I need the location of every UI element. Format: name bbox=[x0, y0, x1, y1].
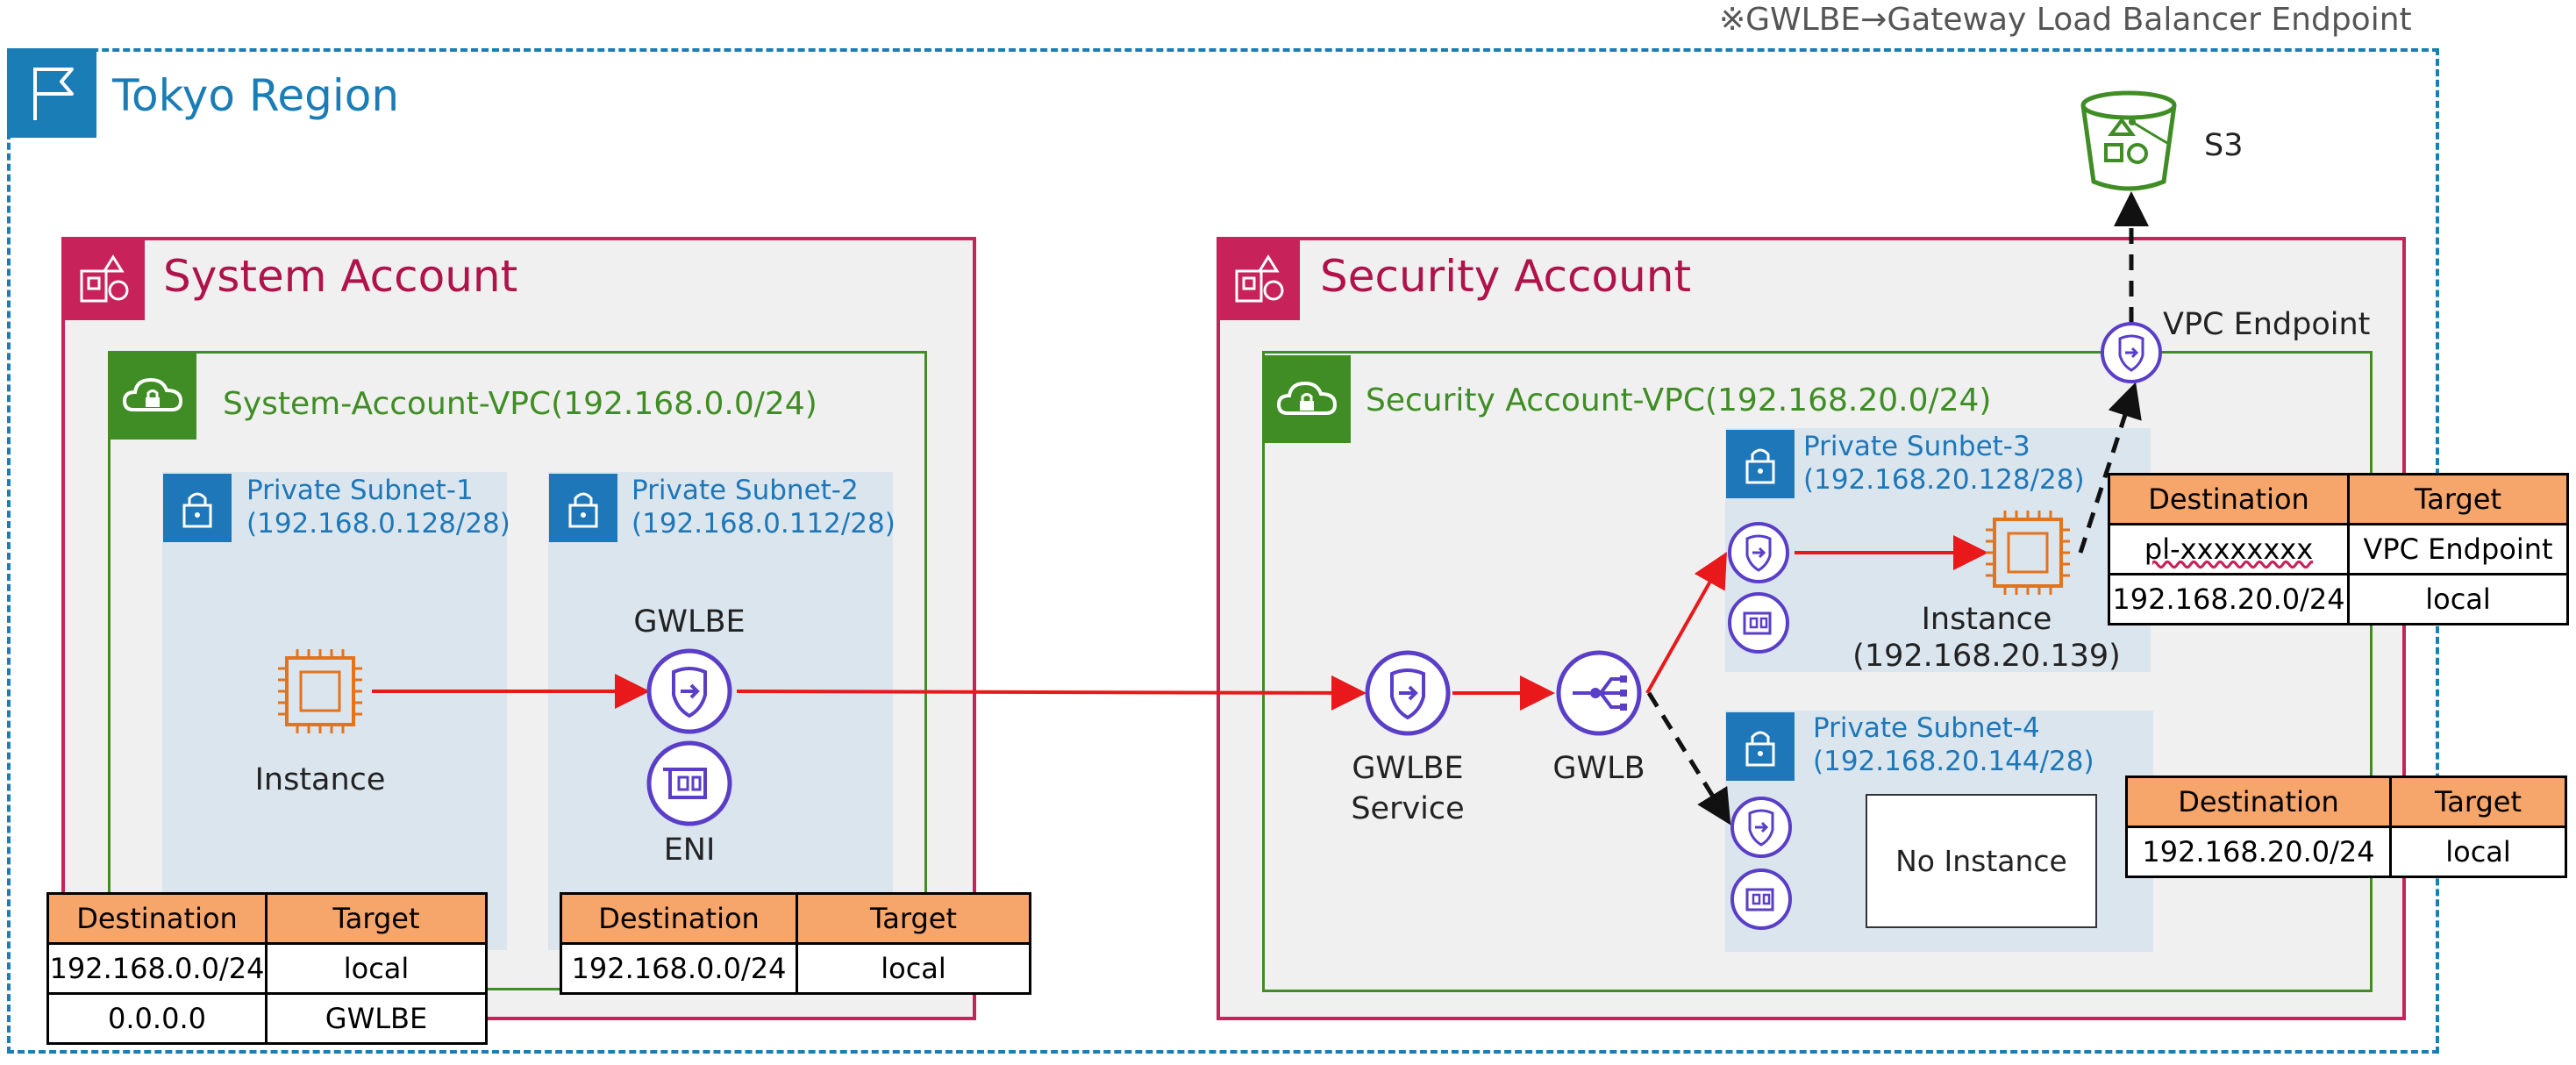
eni-icon bbox=[1728, 592, 1789, 654]
rt-header-target: Target bbox=[2347, 473, 2569, 525]
subnet-4-title: Private Subnet-4(192.168.20.144/28) bbox=[1813, 712, 2094, 777]
rt-cell: local bbox=[796, 942, 1031, 995]
eni-label: ENI bbox=[663, 833, 716, 868]
rt-cell: 0.0.0.0 bbox=[46, 992, 268, 1045]
security-vpc-title: Security Account-VPC(192.168.20.0/24) bbox=[1366, 382, 1992, 418]
rt-cell: pl-xxxxxxxx bbox=[2108, 523, 2350, 575]
rt-cell: local bbox=[2389, 826, 2567, 878]
subnet-lock-icon bbox=[549, 474, 617, 542]
footnote-gwlbe: ※GWLBE→Gateway Load Balancer Endpoint bbox=[1719, 2, 2412, 38]
subnet-1-title: Private Subnet-1(192.168.0.128/28) bbox=[246, 475, 510, 540]
rt-header-destination: Destination bbox=[46, 892, 268, 945]
rt-cell: GWLBE bbox=[265, 992, 488, 1045]
rt-header-target: Target bbox=[265, 892, 488, 945]
gwlb-icon bbox=[1556, 650, 1642, 736]
rt-header-destination: Destination bbox=[560, 892, 798, 945]
instance-label-system: Instance bbox=[254, 762, 386, 797]
gwlb-label: GWLB bbox=[1552, 751, 1645, 786]
region-flag-icon bbox=[7, 48, 96, 138]
ec2-instance-icon bbox=[1984, 509, 2072, 597]
region-title: Tokyo Region bbox=[112, 70, 400, 121]
system-vpc-title: System-Account-VPC(192.168.0.0/24) bbox=[223, 386, 817, 422]
s3-bucket-icon bbox=[2080, 90, 2177, 191]
rt-cell: 192.168.20.0/24 bbox=[2108, 573, 2350, 625]
rt-cell: 192.168.20.0/24 bbox=[2125, 826, 2392, 878]
gwlb-endpoint-icon bbox=[1730, 797, 1792, 858]
subnet-3-title: Private Sunbet-3(192.168.20.128/28) bbox=[1803, 431, 2085, 496]
eni-icon bbox=[1730, 868, 1792, 930]
subnet-lock-icon bbox=[163, 474, 232, 542]
system-account-icon bbox=[64, 239, 145, 320]
rt-header-target: Target bbox=[796, 892, 1031, 945]
rt-cell: local bbox=[2347, 573, 2569, 625]
system-account-title: System Account bbox=[163, 251, 518, 302]
vpc-cloud-icon bbox=[109, 352, 196, 440]
rt-header-target: Target bbox=[2389, 776, 2567, 828]
subnet-lock-icon bbox=[1726, 430, 1795, 498]
vpc-cloud-icon bbox=[1263, 355, 1351, 443]
security-vpc-box bbox=[1262, 351, 2373, 992]
gwlb-endpoint-icon bbox=[1728, 522, 1789, 583]
gwlbe-label: GWLBE bbox=[633, 604, 746, 640]
vpc-endpoint-icon bbox=[2101, 322, 2162, 383]
gwlbe-service-icon bbox=[1367, 653, 1448, 733]
subnet-2-title: Private Subnet-2(192.168.0.112/28) bbox=[632, 475, 896, 540]
s3-label: S3 bbox=[2204, 128, 2244, 163]
subnet-lock-icon bbox=[1726, 712, 1795, 781]
rt-header-destination: Destination bbox=[2108, 473, 2350, 525]
rt-cell: 192.168.0.0/24 bbox=[560, 942, 798, 995]
rt-cell: 192.168.0.0/24 bbox=[46, 942, 268, 995]
instance-label-security: Instance(192.168.20.139) bbox=[1852, 602, 2121, 674]
rt-header-destination: Destination bbox=[2125, 776, 2392, 828]
rt-cell: local bbox=[265, 942, 488, 995]
system-vpc-box bbox=[108, 351, 927, 990]
no-instance-box: No Instance bbox=[1866, 794, 2097, 928]
security-account-icon bbox=[1219, 239, 1300, 320]
eni-icon bbox=[649, 743, 730, 824]
security-account-title: Security Account bbox=[1320, 251, 1692, 302]
vpc-endpoint-label: VPC Endpoint bbox=[2163, 307, 2371, 342]
rt-cell: VPC Endpoint bbox=[2347, 523, 2569, 575]
gwlb-endpoint-icon bbox=[649, 651, 730, 732]
ec2-instance-icon bbox=[276, 647, 364, 735]
